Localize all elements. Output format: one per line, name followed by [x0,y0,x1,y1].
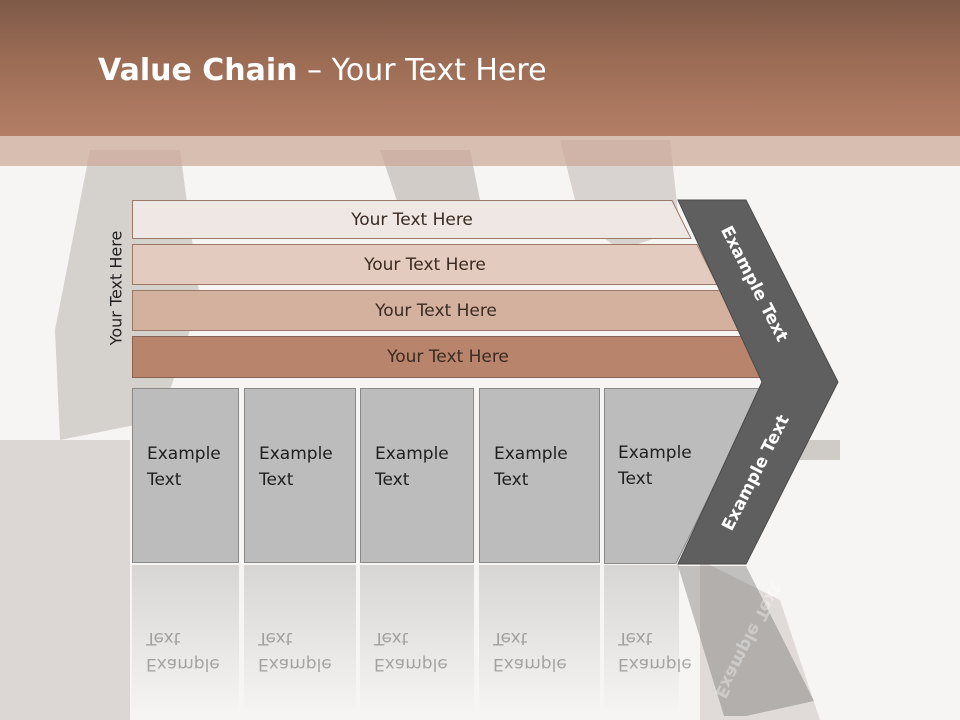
reflection-text: Example Text [374,628,448,674]
row-shape [132,200,692,239]
side-label: Your Text Here [106,230,126,346]
title-bold: Value Chain [98,53,298,88]
reflection-text: Example Text [146,628,220,674]
header-bar [0,0,960,136]
example-box-2: Example Text [244,388,356,563]
example-box-text: Example Text [147,444,221,490]
box-reflection-3: Example Text [360,565,474,715]
example-box-text: Example Text [618,443,692,489]
row-2: Your Text Here [132,244,718,285]
box-reflection-1: Example Text [132,565,239,715]
example-box-text: Example Text [494,444,568,490]
example-box-3: Example Text [360,388,474,563]
header-band [0,136,960,166]
chevron-shape [677,199,839,565]
example-box-5-shape [604,388,763,564]
row-label: Your Text Here [351,209,473,230]
row-label: Your Text Here [387,347,509,367]
box-reflection-2: Example Text [244,565,356,715]
box-reflection-4: Example Text [479,565,600,715]
reflection-text: Example Text [493,628,567,674]
example-box-1: Example Text [132,388,239,563]
example-box-text: Example Text [375,444,449,490]
slide-title: Value Chain – Your Text Here [98,53,547,88]
reflection-text: Example Text [258,628,332,674]
row-1: Your Text Here [132,200,692,239]
example-box-4: Example Text [479,388,600,563]
row-3: Your Text Here [132,290,740,331]
example-box-5: Example Text [604,388,714,563]
row-4: Your Text Here [132,336,764,378]
chevron-reflection [678,566,814,716]
box-reflection-5: Example Text [604,565,692,715]
row-label: Your Text Here [364,254,486,275]
row-label: Your Text Here [375,300,497,321]
title-rest: – Your Text Here [297,53,547,88]
example-box-text: Example Text [259,444,333,490]
